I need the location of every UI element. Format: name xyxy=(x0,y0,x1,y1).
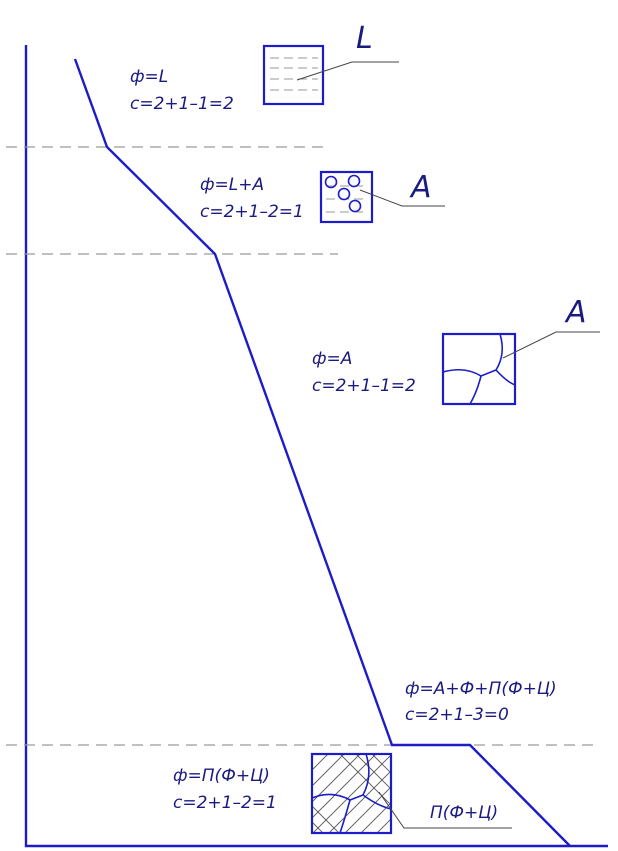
liquid-marker: L xyxy=(356,21,373,56)
liquid-austenite-box xyxy=(321,172,372,222)
axes xyxy=(26,45,608,846)
austenite-marker-2: A xyxy=(564,295,587,330)
region-3-rule: с=2+1–1=2 xyxy=(312,376,416,396)
austenite-grain-box xyxy=(443,334,515,404)
region-1-rule: с=2+1–1=2 xyxy=(130,94,234,114)
region-4-phase: ф=A+Ф+П(Ф+Ц) xyxy=(405,679,557,699)
region-5-phase: ф=П(Ф+Ц) xyxy=(173,766,270,786)
austenite-leader-line-2 xyxy=(503,332,600,358)
region-2-phase: ф=L+A xyxy=(200,175,264,195)
pearlite-marker: П(Ф+Ц) xyxy=(430,803,498,823)
region-5-rule: с=2+1–2=1 xyxy=(173,793,277,813)
region-4-rule: с=2+1–3=0 xyxy=(405,705,509,725)
region-3-phase: ф=A xyxy=(312,349,352,369)
region-1-phase: ф=L xyxy=(130,67,168,87)
austenite-marker-1: A xyxy=(409,170,432,205)
liquid-structure-box xyxy=(264,46,323,104)
region-2-rule: с=2+1–2=1 xyxy=(200,202,304,222)
